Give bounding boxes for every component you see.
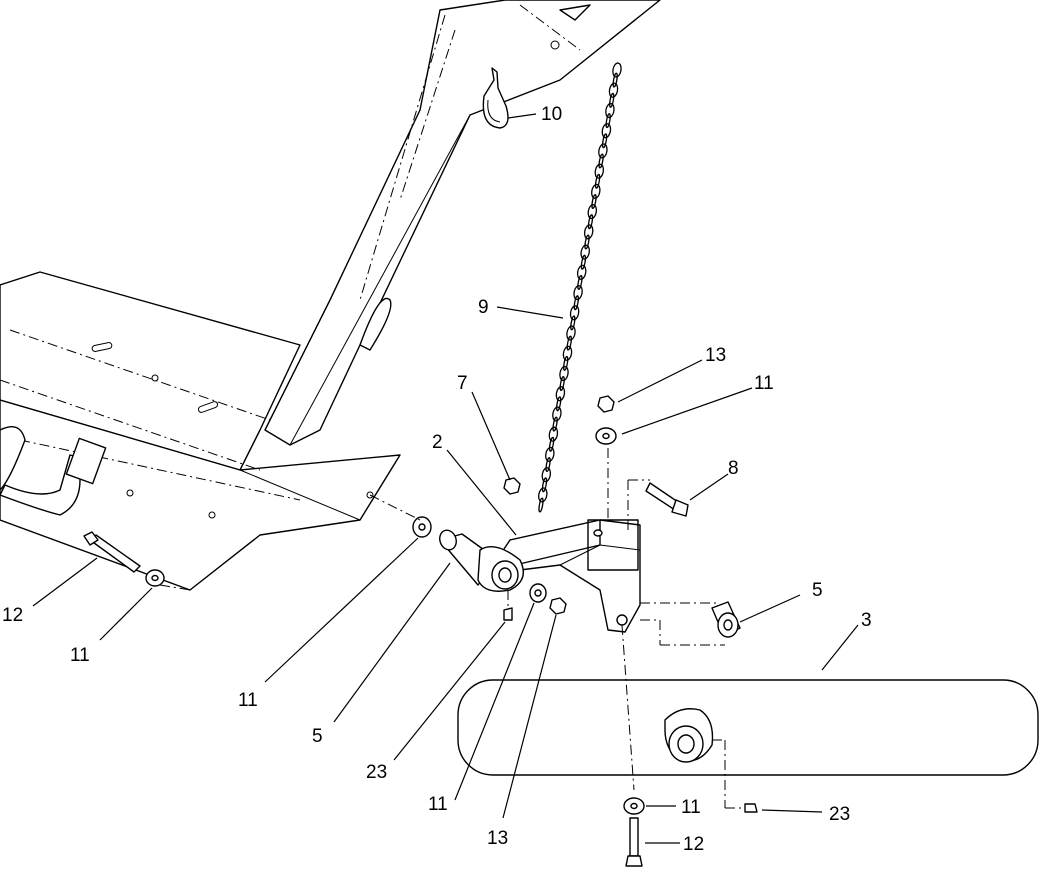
callout-11-low: 11 [428, 794, 448, 815]
chain-link [556, 396, 562, 412]
chain-link [545, 446, 555, 462]
hitch-pin-10 [482, 67, 509, 129]
chain-link [591, 193, 597, 210]
deck-frame [0, 271, 401, 591]
chain-link [612, 72, 618, 88]
chain-link [591, 183, 601, 199]
chain-link [609, 92, 615, 108]
upright-frame [264, 0, 661, 446]
callout-7: 7 [457, 373, 468, 394]
chain-link [605, 102, 615, 119]
leader-lines [32, 113, 859, 844]
chain-link [570, 315, 576, 331]
chain-link [598, 153, 604, 169]
chain-link [580, 244, 590, 260]
callout-2: 2 [432, 432, 443, 453]
callout-8: 8 [728, 458, 739, 479]
chain-link [555, 386, 566, 402]
callout-11-mid: 11 [238, 690, 258, 711]
callout-12-bottom: 12 [683, 834, 704, 855]
chain-link [601, 133, 608, 149]
chain-link [559, 376, 565, 392]
chain-link [559, 365, 569, 382]
callout-11-bottom: 11 [681, 797, 701, 818]
deck-bar-3 [457, 601, 1039, 809]
hardware [83, 395, 758, 867]
chain-link [541, 477, 548, 493]
chain-link [552, 416, 558, 432]
chain-link [573, 285, 583, 301]
chain-link [548, 426, 559, 442]
chain-link [598, 143, 608, 159]
pivot-arm-bracket-2 [499, 519, 641, 633]
chain-link [566, 335, 572, 351]
callout-11-top: 11 [754, 373, 774, 394]
chain-link [612, 62, 622, 78]
pivot-sleeve [439, 529, 524, 592]
chain-link [573, 295, 579, 311]
callout-9: 9 [478, 297, 489, 318]
chain-link [566, 325, 576, 341]
chain-link [569, 305, 580, 321]
chain-link [577, 274, 583, 290]
chain-link [548, 436, 555, 452]
callout-23-mid: 23 [366, 762, 387, 783]
callout-labels: 10 9 13 11 7 2 8 5 3 12 11 11 5 23 11 13… [2, 104, 872, 855]
chain-link [583, 224, 594, 240]
chain-link [538, 487, 548, 503]
chain-link [587, 214, 594, 230]
callout-10: 10 [541, 104, 562, 125]
chain-link [552, 406, 562, 422]
callout-13-low: 13 [487, 828, 508, 849]
chain-link [587, 204, 598, 220]
callout-11-left: 11 [70, 645, 90, 666]
chain-link [562, 345, 573, 361]
callout-5-right: 5 [812, 580, 823, 601]
chain-link [563, 355, 569, 371]
chain-link [538, 497, 544, 513]
chain-link [576, 264, 587, 280]
chain-link [580, 254, 587, 270]
callout-3: 3 [861, 610, 872, 631]
chain-link [605, 113, 611, 129]
chain-link [594, 173, 601, 189]
callout-12-left: 12 [2, 605, 23, 626]
callout-23-right: 23 [829, 804, 850, 825]
chain-link [601, 123, 612, 139]
chain-link [594, 163, 605, 179]
chain-link [545, 456, 551, 473]
chain-link [541, 467, 552, 483]
chain-link [608, 82, 619, 98]
callout-5-mid: 5 [312, 726, 323, 747]
callout-13-top: 13 [705, 345, 726, 366]
chain-9 [538, 62, 622, 513]
chain-link [584, 234, 590, 250]
